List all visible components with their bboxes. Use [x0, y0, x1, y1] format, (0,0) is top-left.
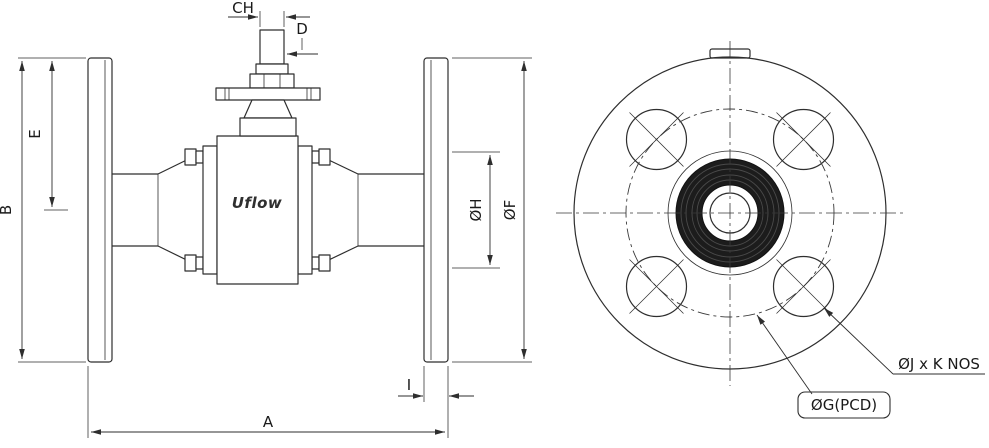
centerlines	[556, 41, 904, 386]
valve-body: Uflow	[202, 135, 313, 285]
dimension-label-ch: CH	[232, 0, 254, 17]
dimension-a: A	[87, 366, 449, 438]
right-flange	[423, 57, 449, 363]
leader-pcd: ØG(PCD)	[756, 314, 891, 419]
dimension-label-of: ØF	[501, 200, 519, 220]
dimension-e: E	[26, 61, 68, 211]
dimension-of: ØF	[452, 57, 532, 363]
side-view: Uflow CH D	[0, 0, 532, 438]
dimension-oh: ØH	[452, 151, 500, 269]
dimension-label-d: D	[296, 20, 308, 38]
dimension-ch: CH	[228, 0, 310, 27]
stem-collar	[255, 63, 289, 75]
pcd-label: ØG(PCD)	[811, 396, 877, 414]
dimension-d: D	[287, 20, 318, 57]
dimension-label-e: E	[26, 129, 44, 138]
bolt-spec-label: ØJ x K NOS	[898, 355, 980, 373]
stem-support	[243, 99, 293, 119]
left-flange	[87, 57, 113, 363]
front-view: ØJ x K NOS ØG(PCD)	[556, 41, 985, 419]
stem-assembly	[215, 29, 321, 137]
stem-top	[259, 29, 285, 65]
mounting-pad	[215, 87, 321, 101]
dimension-label-b: B	[0, 205, 15, 215]
pipe-necks	[112, 151, 424, 269]
dimension-label-oh: ØH	[467, 198, 485, 221]
dimension-i: I	[398, 366, 474, 402]
gland-nut	[249, 73, 295, 89]
leader-bolt-spec: ØJ x K NOS	[823, 307, 985, 375]
bolt-hole-centermarks	[629, 112, 831, 314]
dimension-label-i: I	[407, 376, 411, 394]
dimension-b: B	[0, 57, 86, 363]
packing-boss	[239, 117, 297, 137]
pcd-label-box	[797, 391, 891, 419]
body-bolts	[184, 148, 331, 272]
brand-logo: Uflow	[232, 194, 283, 212]
dimension-label-a: A	[263, 413, 274, 431]
